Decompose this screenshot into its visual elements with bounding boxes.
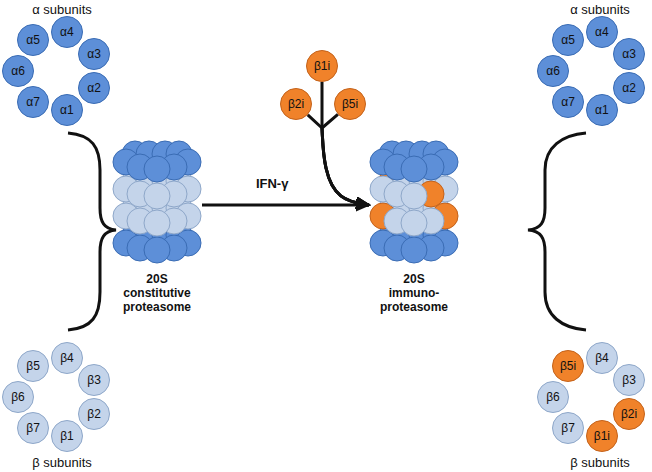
subunit-circle: β6: [537, 381, 569, 413]
pathway-arrow: [322, 114, 369, 205]
subunit-name: β4: [595, 352, 609, 364]
subunit-circle: α1: [586, 94, 618, 126]
subunit-circle: β3: [613, 364, 645, 396]
subunit-name: α6: [546, 65, 560, 77]
subunit-name: β3: [87, 374, 101, 386]
subunit-circle: β2i: [613, 398, 645, 430]
subunit-circle: β5i: [334, 88, 366, 120]
subunit-circle: α5: [552, 24, 584, 56]
subunit-circle: α7: [552, 86, 584, 118]
subunit-name: α4: [595, 26, 609, 38]
subunit-circle: β1: [51, 420, 83, 452]
subunit-name: β7: [561, 422, 575, 434]
subunit-sphere: [401, 156, 427, 182]
ring-label: β subunits: [570, 455, 630, 470]
subunit-name: β4: [60, 352, 74, 364]
subunit-circle: β4: [586, 342, 618, 374]
pathway-arrow: [202, 204, 369, 207]
subunit-name: β5: [26, 360, 40, 372]
proteasome-complex: 20S immuno- proteasome: [369, 138, 459, 314]
subunit-circle: β7: [17, 412, 49, 444]
subunit-circle: α7: [17, 86, 49, 118]
subunit-circle: β1i: [586, 420, 618, 452]
subunit-name: α5: [561, 34, 575, 46]
subunit-name: α4: [60, 26, 74, 38]
subunit-name: β1i: [594, 430, 610, 442]
ring-label: α subunits: [32, 2, 92, 17]
subunit-name: α7: [26, 96, 40, 108]
subunit-circle: α3: [78, 38, 110, 70]
pathway-arrow: [308, 115, 369, 205]
pathway-arrow: [322, 82, 369, 205]
subunit-name: α1: [595, 104, 609, 116]
proteasome-illustration: [112, 138, 202, 264]
subunit-name: β2i: [288, 98, 304, 110]
subunit-circle: β2: [78, 398, 110, 430]
subunit-sphere: [401, 237, 427, 263]
subunit-circle: α1: [51, 94, 83, 126]
subunit-name: β1: [60, 430, 74, 442]
subunit-name: α6: [11, 65, 25, 77]
subunit-name: β2i: [621, 408, 637, 420]
subunit-name: β6: [11, 391, 25, 403]
subunit-circle: β2i: [280, 88, 312, 120]
subunit-circle: β1i: [306, 50, 338, 82]
subunit-sphere: [144, 210, 170, 236]
subunit-circle: β6: [2, 381, 34, 413]
subunit-sphere: [401, 210, 427, 236]
subunit-circle: α4: [586, 16, 618, 48]
subunit-name: β1i: [314, 60, 330, 72]
proteasome-complex: 20S constitutive proteasome: [112, 138, 202, 314]
curly-brace: [528, 133, 586, 330]
subunit-sphere: [144, 183, 170, 209]
stimulus-label: IFN-γ: [256, 176, 289, 191]
subunit-circle: α6: [537, 55, 569, 87]
complex-name: 20S immuno- proteasome: [380, 272, 448, 314]
subunit-circle: β5i: [552, 350, 584, 382]
ring-label: β subunits: [32, 455, 92, 470]
subunit-circle: α3: [613, 38, 645, 70]
subunit-sphere: [144, 237, 170, 263]
subunit-name: α3: [87, 48, 101, 60]
proteasome-illustration: [369, 138, 459, 264]
curly-brace: [68, 133, 116, 330]
ring-label: α subunits: [570, 2, 630, 17]
subunit-name: β6: [546, 391, 560, 403]
subunit-sphere: [144, 156, 170, 182]
subunit-name: α7: [561, 96, 575, 108]
subunit-circle: β5: [17, 350, 49, 382]
subunit-name: β7: [26, 422, 40, 434]
subunit-circle: α2: [78, 72, 110, 104]
subunit-name: α2: [622, 82, 636, 94]
subunit-circle: α5: [17, 24, 49, 56]
subunit-circle: β7: [552, 412, 584, 444]
subunit-name: β5i: [560, 360, 576, 372]
subunit-name: β2: [87, 408, 101, 420]
complex-name: 20S constitutive proteasome: [123, 272, 191, 314]
subunit-circle: α6: [2, 55, 34, 87]
subunit-name: α1: [60, 104, 74, 116]
subunit-name: β3: [622, 374, 636, 386]
subunit-name: α2: [87, 82, 101, 94]
subunit-name: β5i: [342, 98, 358, 110]
subunit-circle: β3: [78, 364, 110, 396]
subunit-name: α3: [622, 48, 636, 60]
subunit-circle: α4: [51, 16, 83, 48]
subunit-circle: α2: [613, 72, 645, 104]
subunit-name: α5: [26, 34, 40, 46]
subunit-circle: β4: [51, 342, 83, 374]
subunit-sphere: [401, 183, 427, 209]
